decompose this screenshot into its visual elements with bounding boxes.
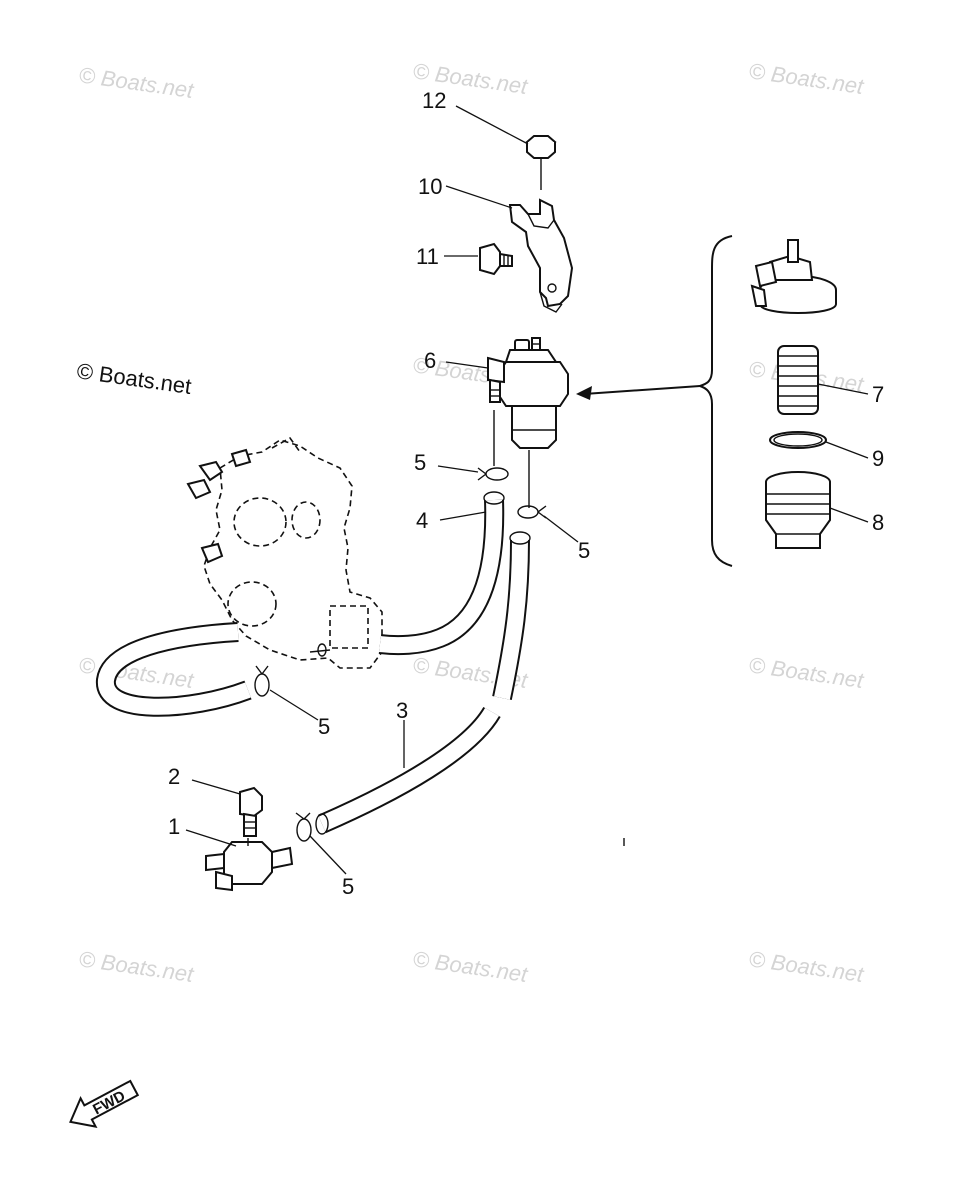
callout-2: 2: [168, 764, 180, 789]
nut-12: [525, 135, 557, 190]
watermark: © Boats.net: [747, 58, 866, 99]
fwd-arrow-icon: FWD: [69, 1079, 140, 1128]
watermark: © Boats.net: [411, 946, 530, 987]
clip-5-middle: [254, 665, 270, 697]
callout-5: 5: [578, 538, 590, 563]
bracket-10: [508, 198, 574, 313]
fuel-joint-1: [205, 838, 294, 892]
callout-3: 3: [396, 698, 408, 723]
watermark: © Boats.net: [77, 62, 196, 103]
watermark: © Boats.net: [747, 946, 866, 987]
callout-12: 12: [422, 88, 446, 113]
callout-10: 10: [418, 174, 442, 199]
callout-8: 8: [872, 510, 884, 535]
callout-9: 9: [872, 446, 884, 471]
filter-element-7: [777, 345, 819, 415]
watermark: © Boats.net: [77, 946, 196, 987]
watermark: © Boats.net: [747, 652, 866, 693]
leader-lines: [185, 105, 869, 875]
clip-5-upper-left: [477, 467, 509, 481]
fuel-filter-6: [487, 337, 569, 508]
bolt-11: [479, 242, 513, 276]
callout-5: 5: [414, 450, 426, 475]
filter-cap: [750, 239, 837, 314]
hose-left-loop: [96, 622, 252, 717]
clip-5-lower: [295, 812, 312, 842]
clip-5-upper-right: [517, 505, 547, 519]
callout-6: 6: [424, 348, 436, 373]
callout-5: 5: [318, 714, 330, 739]
callout-11: 11: [416, 244, 439, 269]
filter-cup-8: [765, 471, 831, 549]
reference-arrow: [576, 385, 701, 400]
callout-7: 7: [872, 382, 884, 407]
callout-1: 1: [168, 814, 180, 839]
hose-4: [378, 491, 505, 656]
filter-exploded-group: [576, 235, 837, 567]
hose-3: [315, 706, 501, 835]
callout-5: 5: [342, 874, 354, 899]
watermark-dark: © Boats.net: [75, 358, 193, 399]
callout-4: 4: [416, 508, 428, 533]
callout-labels: 12 10 11 6 5 4 5 5 3 2 1 5 7 9 8: [168, 88, 884, 899]
o-ring-9: [769, 431, 827, 449]
watermark-layer: © Boats.net © Boats.net © Boats.net © Bo…: [75, 58, 866, 987]
bolt-2: [239, 786, 263, 837]
hose-connecting: [492, 531, 531, 701]
